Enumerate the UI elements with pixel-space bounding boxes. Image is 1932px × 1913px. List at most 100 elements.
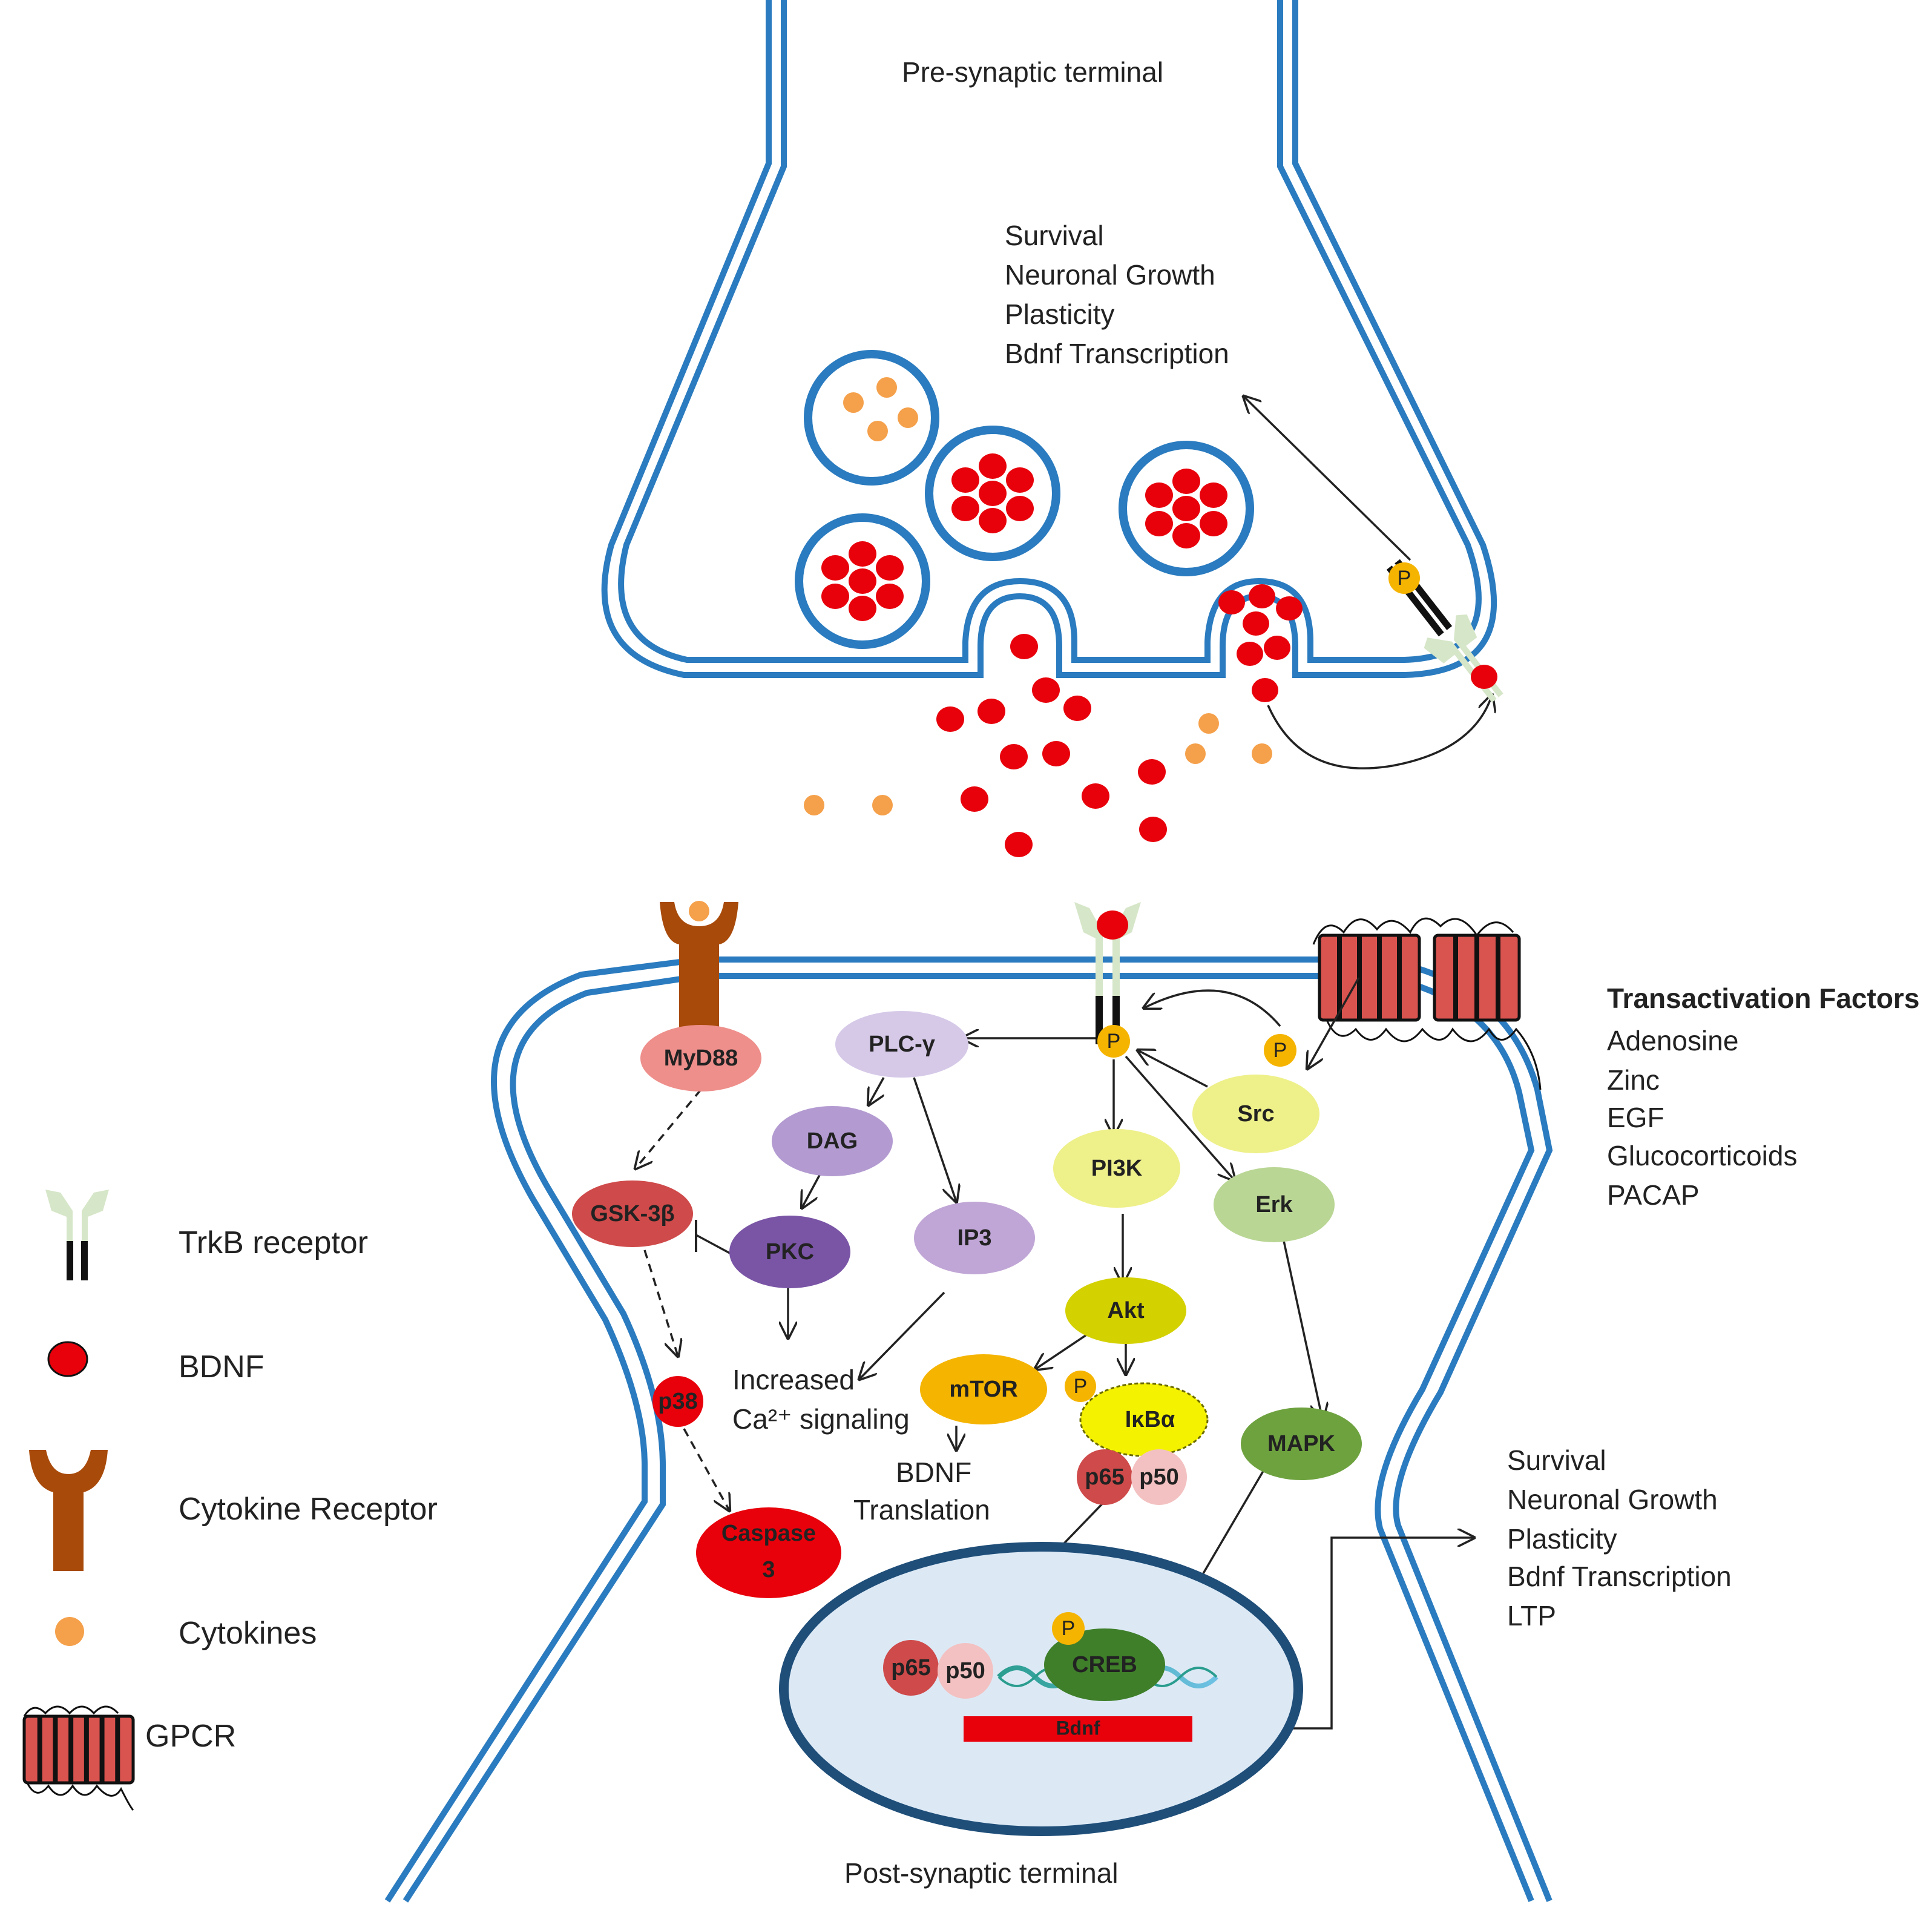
bdnf-vesicle-2 (795, 513, 930, 649)
svg-text:DAG: DAG (807, 1128, 858, 1154)
legend-cytokine-receptor-label: Cytokine Receptor (179, 1492, 438, 1527)
svg-text:p50: p50 (945, 1658, 985, 1684)
gpcr-icon (22, 1705, 135, 1811)
svg-text:p50: p50 (1139, 1464, 1178, 1490)
svg-text:P: P (1074, 1375, 1088, 1398)
post-outcome-ltp: LTP (1507, 1600, 1556, 1631)
node-ikba: IκBα (1079, 1382, 1209, 1457)
svg-text:Erk: Erk (1255, 1192, 1293, 1217)
released-bdnf (936, 634, 1167, 857)
legend-cytokines-label: Cytokines (179, 1616, 317, 1651)
svg-text:IκBα: IκBα (1125, 1407, 1175, 1432)
node-p50-cytoplasm: p50 (1131, 1449, 1187, 1505)
fusing-vesicle-bdnf (1218, 584, 1303, 702)
svg-text:Ca²⁺ signaling: Ca²⁺ signaling (732, 1403, 910, 1435)
factor-glucocorticoids: Glucocorticoids (1607, 1140, 1797, 1171)
node-dag: DAG (772, 1106, 893, 1176)
svg-text:PI3K: PI3K (1091, 1156, 1143, 1181)
svg-text:CREB: CREB (1072, 1652, 1137, 1678)
post-outcome-survival: Survival (1507, 1444, 1606, 1476)
node-src: Src (1192, 1075, 1319, 1153)
transactivation-title: Transactivation Factors (1607, 983, 1919, 1014)
node-erk: Erk (1214, 1167, 1335, 1242)
pre-synaptic-membrane (601, 0, 1497, 678)
svg-text:GSK-3β: GSK-3β (590, 1201, 674, 1226)
post-outcomes-list: Survival Neuronal Growth Plasticity Bdnf… (1507, 1444, 1732, 1631)
pre-synaptic-label: Pre-synaptic terminal (902, 56, 1163, 88)
released-cytokines (804, 713, 1272, 815)
svg-text:BDNF: BDNF (896, 1457, 971, 1488)
creb-phospho: P (1052, 1612, 1085, 1645)
svg-text:Caspase: Caspase (721, 1521, 816, 1546)
svg-text:p65: p65 (891, 1655, 930, 1681)
pre-outcomes-list: Survival Neuronal Growth Plasticity Bdnf… (1005, 220, 1229, 369)
svg-text:MyD88: MyD88 (664, 1045, 738, 1071)
node-mapk: MAPK (1241, 1408, 1362, 1480)
trkb-receptor-icon (45, 1190, 109, 1280)
legend: TrkB receptor BDNF Cytokine Receptor Cyt… (22, 1190, 438, 1811)
post-outcome-plasticity: Plasticity (1507, 1523, 1617, 1555)
node-p65-cytoplasm: p65 (1077, 1449, 1132, 1505)
node-pkc: PKC (729, 1216, 850, 1288)
svg-text:IP3: IP3 (957, 1225, 991, 1251)
svg-text:PKC: PKC (766, 1239, 814, 1265)
factor-egf: EGF (1607, 1102, 1664, 1133)
post-outcome-transcription: Bdnf Transcription (1507, 1561, 1732, 1592)
node-caspase-3: Caspase 3 (696, 1507, 841, 1598)
node-gsk3b: GSK-3β (572, 1180, 693, 1247)
svg-text:Translation: Translation (853, 1494, 990, 1526)
post-synaptic-membrane (384, 956, 1553, 1903)
cytokine-receptor (660, 901, 738, 1041)
svg-text:PLC-γ: PLC-γ (869, 1032, 935, 1057)
cytokine-receptor-icon (29, 1450, 108, 1571)
node-myd88: MyD88 (640, 1025, 761, 1091)
legend-trkb-label: TrkB receptor (179, 1225, 368, 1260)
pre-outcome-transcription: Bdnf Transcription (1005, 338, 1229, 369)
svg-text:P: P (1107, 1030, 1121, 1053)
legend-gpcr-label: GPCR (145, 1719, 236, 1754)
translation-label: BDNF Translation (853, 1457, 990, 1526)
pre-outcome-arrow (1244, 397, 1411, 561)
svg-text:3: 3 (762, 1557, 775, 1582)
pre-trkb-phospho: P (1388, 562, 1420, 594)
bdnf-vesicle-1 (925, 426, 1060, 561)
pathway-arrows (636, 977, 1474, 1730)
calcium-signaling-label: Increased Ca²⁺ signaling (732, 1364, 910, 1435)
node-plc-gamma: PLC-γ (835, 1011, 968, 1078)
factor-adenosine: Adenosine (1607, 1025, 1738, 1056)
transactivation-factors: Transactivation Factors Adenosine Zinc E… (1607, 983, 1919, 1211)
ikba-phospho: P (1065, 1371, 1096, 1402)
node-mtor: mTOR (920, 1354, 1047, 1424)
node-p50-nucleus: p50 (938, 1643, 993, 1699)
pre-outcome-survival: Survival (1005, 220, 1104, 251)
node-akt: Akt (1065, 1277, 1186, 1344)
cytokine-icon (55, 1617, 84, 1646)
svg-text:P: P (1062, 1617, 1076, 1640)
svg-text:Increased: Increased (732, 1364, 855, 1395)
post-outcome-growth: Neuronal Growth (1507, 1484, 1718, 1515)
factor-pacap: PACAP (1607, 1179, 1700, 1211)
node-p38: p38 (652, 1376, 703, 1427)
gpcr (1312, 917, 1542, 1090)
nucleus (779, 1542, 1303, 1836)
pre-trkb-bound-bdnf (1471, 665, 1497, 689)
node-creb: CREB (1044, 1628, 1165, 1701)
node-pi3k: PI3K (1053, 1129, 1180, 1208)
autocrine-arrow (1267, 695, 1492, 769)
src-phospho: P (1264, 1034, 1296, 1067)
svg-text:MAPK: MAPK (1267, 1431, 1335, 1457)
svg-text:p65: p65 (1085, 1464, 1124, 1490)
svg-text:mTOR: mTOR (949, 1377, 1017, 1402)
svg-text:Src: Src (1237, 1101, 1274, 1127)
node-ip3: IP3 (914, 1202, 1035, 1274)
factor-zinc: Zinc (1607, 1064, 1660, 1096)
trkb-phospho: P (1097, 1025, 1130, 1058)
svg-text:Bdnf: Bdnf (1056, 1717, 1100, 1739)
post-synaptic-label: Post-synaptic terminal (844, 1857, 1119, 1889)
bdnf-vesicle-3 (1119, 441, 1254, 576)
bdnf-gene: Bdnf (964, 1716, 1192, 1742)
node-p65-nucleus: p65 (883, 1640, 939, 1696)
cytokine-vesicle (804, 350, 939, 486)
legend-bdnf-label: BDNF (179, 1349, 264, 1385)
pre-outcome-growth: Neuronal Growth (1005, 259, 1215, 291)
